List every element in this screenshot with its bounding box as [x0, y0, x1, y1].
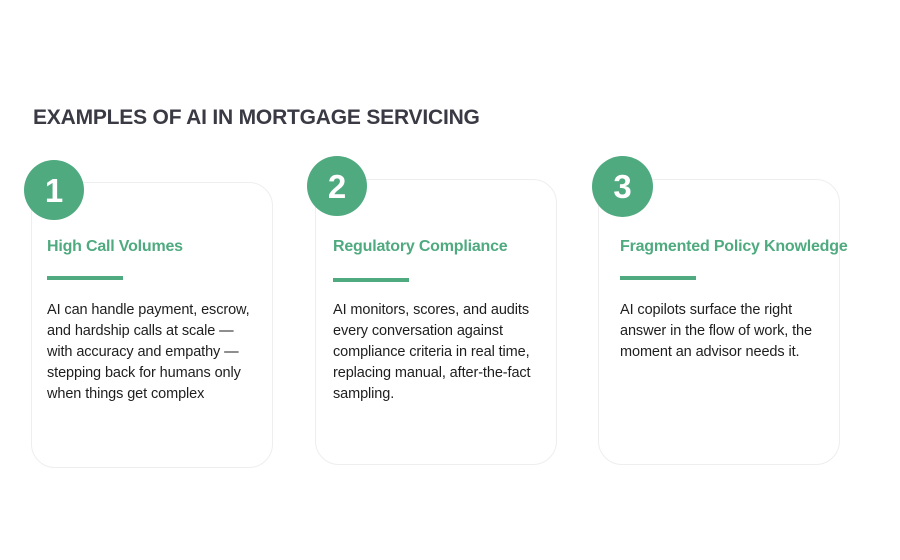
- example-card-2: [315, 179, 557, 465]
- card-title-1: High Call Volumes: [47, 238, 183, 255]
- card-description-1: AI can handle payment, escrow, and hards…: [47, 302, 250, 402]
- title-underline-1: [47, 276, 123, 280]
- example-card-1: [31, 182, 273, 468]
- example-card-3: [598, 179, 840, 465]
- title-underline-3: [620, 276, 696, 280]
- title-underline-2: [333, 278, 409, 282]
- card-description-2: AI monitors, scores, and audits every co…: [333, 302, 531, 402]
- step-number-badge-2: 2: [307, 156, 367, 216]
- page-title: EXAMPLES OF AI IN MORTGAGE SERVICING: [33, 106, 480, 129]
- card-title-3: Fragmented Policy Knowledge: [620, 238, 848, 255]
- card-title-2: Regulatory Compliance: [333, 238, 508, 255]
- step-number-badge-3: 3: [592, 156, 653, 217]
- card-description-3: AI copilots surface the right answer in …: [620, 302, 812, 360]
- step-number-badge-1: 1: [24, 160, 84, 220]
